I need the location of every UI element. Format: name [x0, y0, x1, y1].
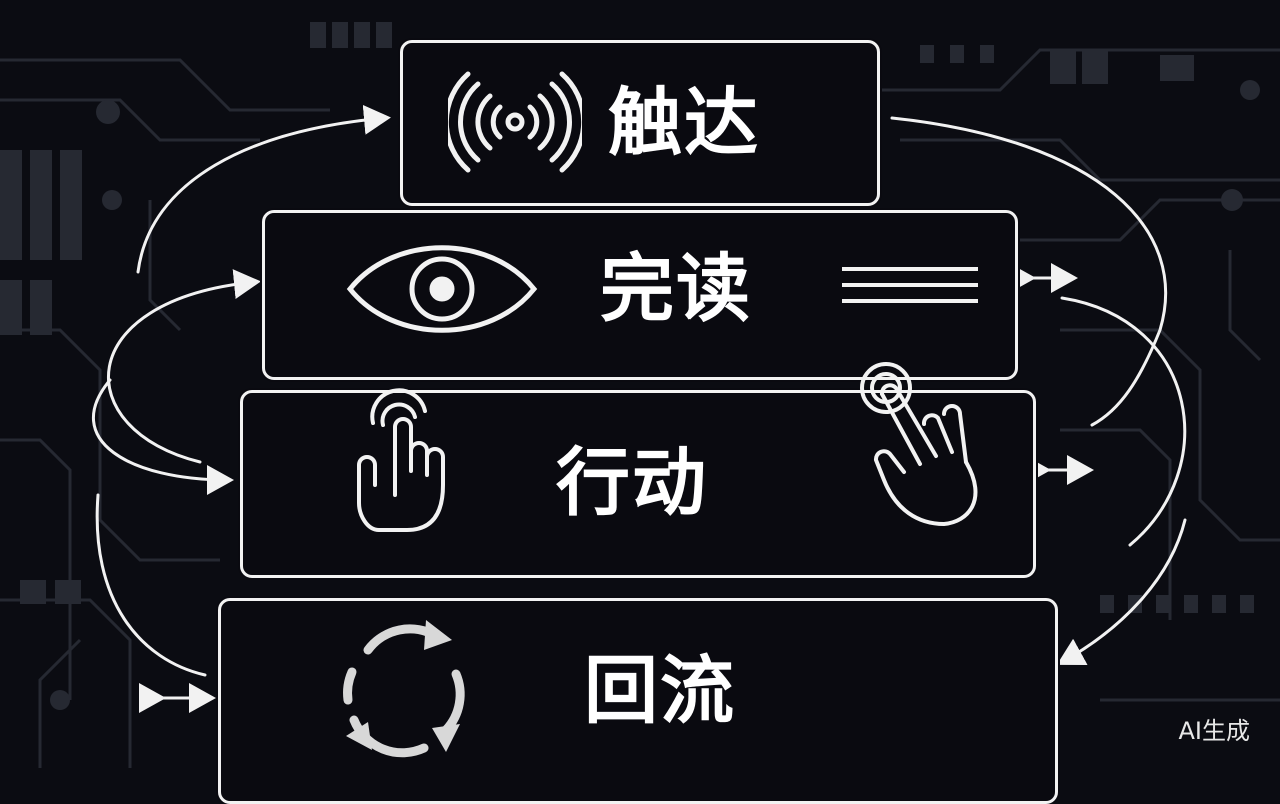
- stage-label-return: 回流: [584, 648, 736, 734]
- flow-arrows: [91, 104, 1187, 713]
- arrow-right-middle: [1060, 296, 1187, 547]
- stage-label-action: 行动: [556, 440, 708, 526]
- arrow-left-middle: [106, 269, 261, 464]
- tap-hand-icon: [357, 388, 445, 532]
- arrow-left-bottom: [95, 493, 207, 677]
- arrow-left-top: [136, 104, 391, 274]
- ai-generated-watermark: AI生成: [1178, 717, 1251, 745]
- arrow-right-top: [890, 116, 1168, 427]
- eye-icon: [346, 245, 538, 333]
- arrow-right-bottom: [1056, 518, 1187, 665]
- signal-waves-icon: [448, 71, 582, 173]
- circuit-background: [0, 22, 1280, 768]
- stage-box-read: [262, 210, 1018, 380]
- refresh-cycle-icon: [343, 620, 465, 758]
- arrow-left-lower: [91, 378, 234, 495]
- text-lines-icon: [842, 267, 978, 303]
- stage-label-reach: 触达: [608, 80, 760, 166]
- tap-hand-icon: [860, 362, 978, 526]
- stage-label-read: 完读: [600, 246, 752, 332]
